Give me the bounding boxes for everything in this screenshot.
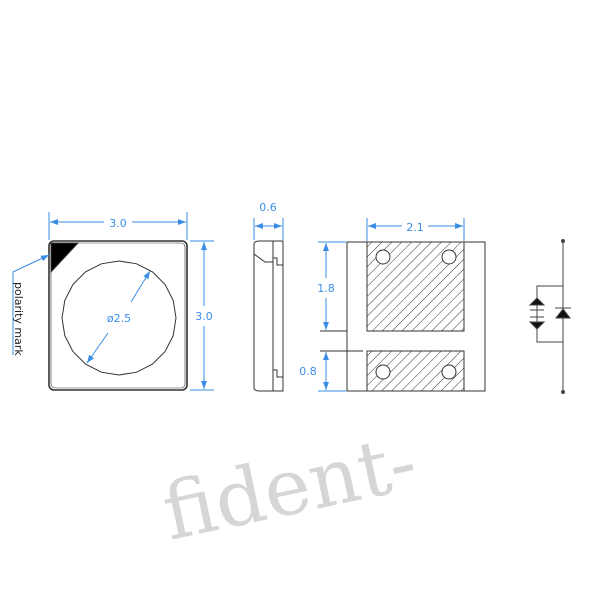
circuit-schematic <box>528 239 572 394</box>
watermark: fident- <box>155 417 424 558</box>
pad2-height-label: 0.8 <box>299 365 317 378</box>
package-outline <box>48 240 188 391</box>
lens-circle <box>61 260 177 376</box>
zener-diode-symbol <box>554 308 572 319</box>
pad1-height-label: 1.8 <box>317 282 335 295</box>
lens-diameter-label: ø2.5 <box>107 312 131 325</box>
polarity-mark-label: polarity mark <box>12 282 25 356</box>
top-view <box>48 240 188 391</box>
side-thickness-label: 0.6 <box>259 201 277 214</box>
bottom-view <box>320 241 486 392</box>
top-view-dimensions <box>12 212 214 391</box>
top-height-label: 3.0 <box>195 310 213 323</box>
polarity-mark-triangle <box>50 242 80 274</box>
led-symbol <box>528 297 546 306</box>
side-view <box>253 240 284 392</box>
top-width-label: 3.0 <box>109 217 127 230</box>
pad-width-label: 2.1 <box>406 221 424 234</box>
